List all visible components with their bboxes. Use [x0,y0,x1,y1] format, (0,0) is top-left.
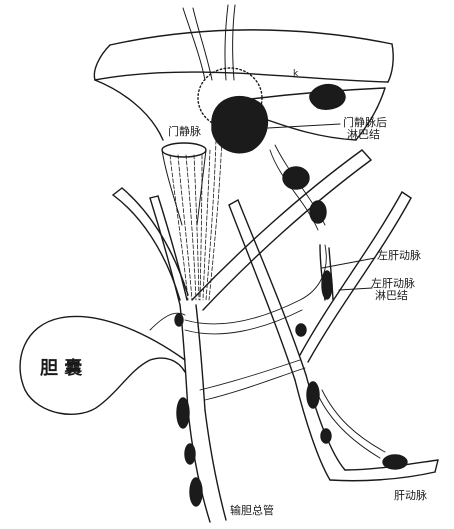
lymph-node-artery-4 [296,324,306,336]
label-node-k: k [293,70,298,79]
bile-duct-tree [113,150,371,522]
lymph-node-artery-3 [383,455,407,469]
lymph-node-duct-3 [190,478,202,506]
label-hepatic-artery: 肝动脉 [394,490,427,502]
superior-vessels [183,5,235,80]
fine-vessels [170,135,222,300]
lymph-node-duct-2 [185,444,195,464]
label-portal-vein: 门静脉 [168,126,201,138]
label-left-hepatic-lymph-line2: 淋巴结 [375,290,415,302]
label-left-hepatic-lymph: 左肝动脉 淋巴结 [371,278,415,301]
label-left-hepatic-artery: 左肝动脉 [377,250,421,262]
label-left-hepatic-lymph-line1: 左肝动脉 [371,278,415,290]
hepatic-artery-tree [229,192,438,481]
label-portal-lymph-line1: 门静脉后 [343,117,387,129]
lymph-node-duct-1 [177,398,189,428]
lymph-node-artery-1 [307,382,319,408]
label-common-bile-duct: 输胆总管 [230,505,274,517]
lymph-node-chain-2 [310,201,326,223]
label-portal-lymph-nodes: 门静脉后 淋巴结 [343,117,387,140]
lymph-node-portal-main [212,97,267,153]
portal-vein-cut-end [162,143,206,157]
label-portal-lymph-line2: 淋巴结 [347,129,387,141]
lymph-node-portal-small [310,85,345,110]
lymph-node-chain-3 [322,271,332,299]
lymph-node-chain-1 [283,167,309,189]
lymph-node-near-duct [175,314,183,326]
label-gallbladder: 胆 囊 [40,360,82,379]
lymph-node-artery-2 [321,429,331,443]
